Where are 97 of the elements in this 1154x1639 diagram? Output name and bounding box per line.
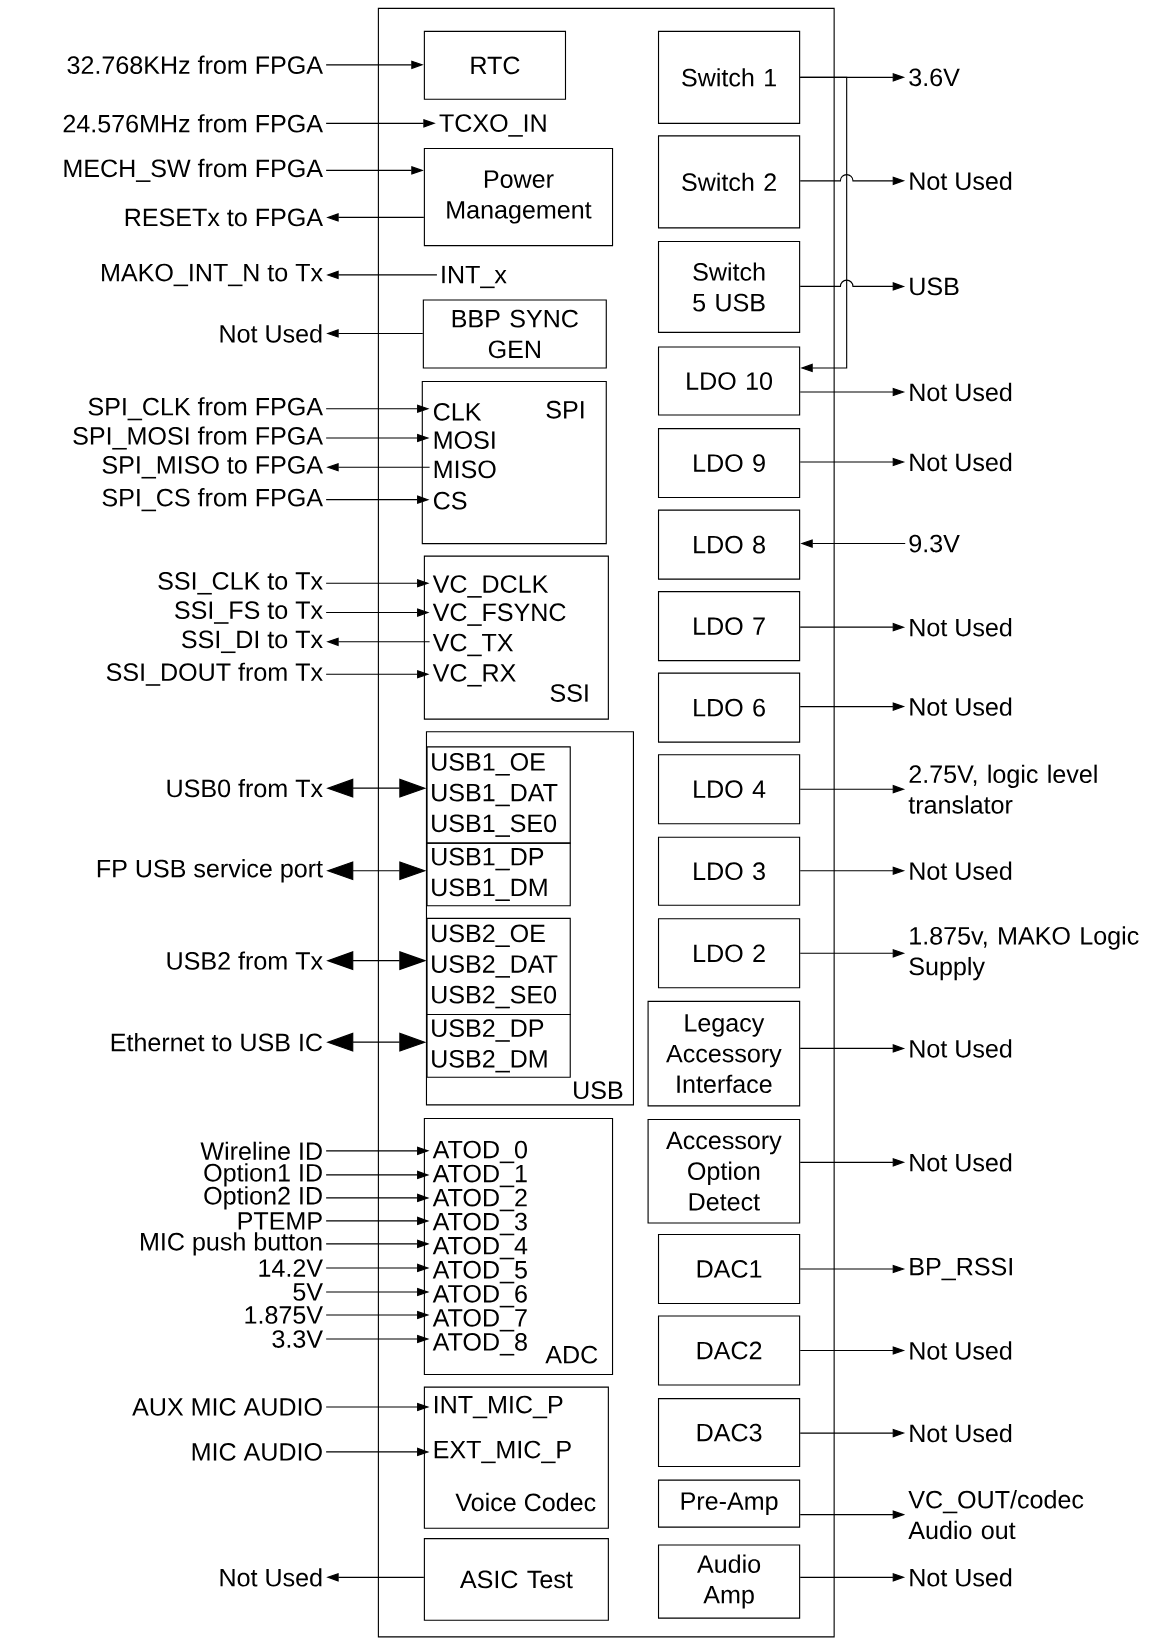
pin-label: ATOD_7 — [432, 1308, 527, 1332]
pin-label: VC_DCLK — [432, 575, 549, 598]
block-box: Pre-Amp — [657, 1479, 801, 1528]
block-box: DAC3 — [657, 1398, 801, 1468]
arrow — [799, 76, 848, 373]
signal-label: 3.3V — [272, 1330, 323, 1348]
pin-label: CS — [433, 491, 467, 510]
pin-label: TCXO_IN — [439, 114, 546, 137]
signal-label: Not Used — [910, 1341, 1012, 1360]
signal-label: Not Used — [910, 1153, 1012, 1172]
signal-label: USB0 from Tx — [167, 778, 323, 798]
pin-label: VC_TX — [432, 633, 513, 657]
signal-label: Ethernet to USB IC — [111, 1032, 323, 1052]
block-box: LDO 9 — [657, 428, 801, 499]
signal-label: 32.768KHz from FPGA — [67, 55, 323, 74]
signal-label: 3.6V — [909, 68, 960, 87]
pin-label: ATOD_3 — [432, 1212, 527, 1236]
block-box: Switch 2 — [657, 135, 801, 229]
signal-label: 1.875v, MAKO Logic Supply — [909, 926, 1139, 981]
port-box: USB1_DP USB1_DM — [426, 842, 571, 907]
pin-label: EXT_MIC_P — [434, 1440, 571, 1464]
pin-label: MOSI — [434, 431, 495, 449]
signal-label: AUX MIC AUDIO — [132, 1398, 322, 1416]
block-box: RTC — [423, 30, 567, 100]
signal-label: MIC push button — [141, 1232, 322, 1256]
block-box: Switch 5 USB — [657, 240, 801, 333]
signal-label: SSI_DI to Tx — [182, 630, 323, 654]
signal-label: MAKO_INT_N to Tx — [102, 263, 323, 287]
block-box: Power Management — [423, 147, 614, 247]
signal-label: Not Used — [910, 861, 1012, 880]
signal-label: SSI_CLK to Tx — [158, 572, 323, 595]
port-box: USB2_OE USB2_DAT USB2_SE0 — [426, 917, 571, 1016]
signal-label: Not Used — [910, 382, 1012, 402]
pin-label: ATOD_6 — [432, 1284, 527, 1308]
signal-label: BP_RSSI — [910, 1257, 1012, 1281]
signal-label: Not Used — [910, 617, 1012, 637]
port-box: USB2_DP USB2_DM — [426, 1013, 571, 1078]
signal-label: SSI_FS to Tx — [175, 601, 323, 624]
block-box: BBP SYNC GEN — [422, 299, 607, 369]
pin-label: ATOD_5 — [432, 1260, 527, 1284]
signal-label: Not Used — [910, 171, 1012, 191]
port-box: USB1_OE USB1_DAT USB1_SE0 — [426, 746, 571, 844]
block-box: Audio Amp — [657, 1544, 801, 1619]
signal-label: MECH_SW from FPGA — [64, 158, 323, 182]
block-box: LDO 4 — [657, 754, 801, 825]
pin-label: ATOD_0 — [432, 1140, 527, 1164]
block-box: ASIC Test — [423, 1538, 609, 1621]
signal-label: Not Used — [910, 697, 1012, 716]
block-box: LDO 7 — [657, 591, 801, 662]
signal-label: Not Used — [910, 1568, 1012, 1587]
block-box: DAC2 — [657, 1315, 801, 1386]
pin-label: ATOD_4 — [432, 1236, 528, 1260]
signal-label: RESETx to FPGA — [125, 208, 323, 227]
signal-label: 9.3V — [909, 534, 960, 553]
signal-label: VC_OUT/codec Audio out — [908, 1490, 1084, 1540]
block-box: LDO 8 — [657, 509, 801, 580]
signal-label: FP USB service port — [97, 859, 323, 883]
pin-label: CLK — [433, 402, 482, 421]
pin-label: VC_FSYNC — [432, 603, 566, 626]
block-box: LDO 2 — [657, 918, 801, 989]
block-box: LDO 3 — [657, 836, 801, 906]
signal-label: 5V — [293, 1283, 323, 1301]
signal-label: Option2 ID — [204, 1186, 322, 1210]
block-box: Accessory Option Detect — [647, 1118, 801, 1224]
signal-label: SPI_CLK from FPGA — [88, 397, 323, 421]
signal-label: MIC AUDIO — [192, 1443, 322, 1461]
signal-label: Not Used — [910, 1039, 1012, 1058]
signal-label: Not Used — [220, 1568, 322, 1587]
block-box: Switch 1 — [657, 30, 801, 124]
block-box: LDO 6 — [657, 672, 801, 743]
block-box: LDO 10 — [657, 346, 801, 416]
signal-label: PTEMP — [238, 1212, 322, 1230]
signal-label: SPI_CS from FPGA — [102, 488, 323, 512]
pin-label: INT_MIC_P — [435, 1395, 563, 1419]
signal-label: SPI_MOSI from FPGA — [73, 426, 323, 450]
signal-label: Option1 ID — [204, 1163, 322, 1187]
signal-label: SPI_MISO to FPGA — [102, 456, 323, 479]
signal-label: 1.875V — [245, 1306, 323, 1324]
signal-label: 24.576MHz from FPGA — [63, 114, 323, 133]
pin-label: VC_RX — [432, 664, 516, 687]
pin-label: ATOD_2 — [432, 1188, 527, 1212]
signal-label: Not Used — [910, 1423, 1012, 1443]
signal-label: 2.75V, logic level translator — [908, 764, 1097, 814]
signal-label: USB — [910, 277, 959, 296]
pin-label: MISO — [434, 460, 496, 479]
block-box: Legacy Accessory Interface — [647, 1000, 801, 1107]
signal-label: 14.2V — [259, 1259, 323, 1277]
block-box: DAC1 — [657, 1233, 801, 1305]
pin-label: INT_x — [442, 265, 507, 289]
signal-label: Wireline ID — [200, 1141, 322, 1161]
signal-label: USB2 from Tx — [167, 951, 323, 970]
chip-outline — [377, 7, 835, 1638]
pin-label: ATOD_8 — [432, 1333, 527, 1356]
signal-label: Not Used — [910, 452, 1012, 472]
pin-label: ATOD_1 — [432, 1164, 527, 1188]
signal-label: Not Used — [220, 324, 322, 343]
signal-label: SSI_DOUT from Tx — [106, 662, 323, 686]
